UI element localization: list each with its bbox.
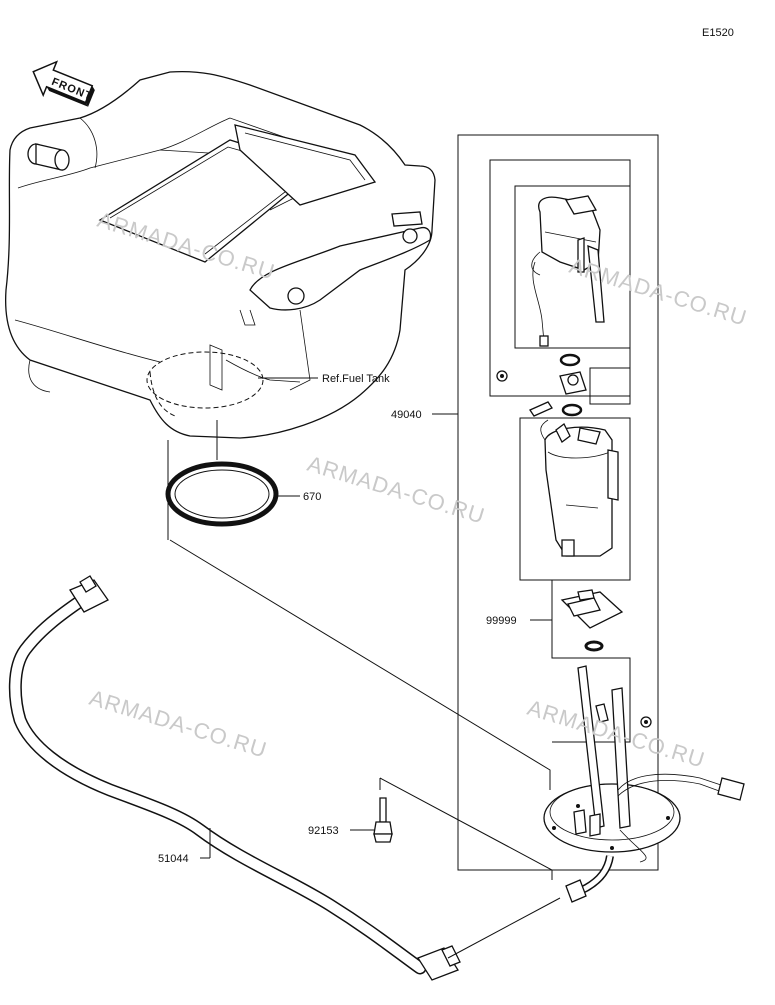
part-670-label: 670: [303, 491, 321, 503]
bolt-92153: [373, 797, 393, 843]
wire-clip: [529, 401, 553, 417]
watermark: ARMADA-CO.RU: [87, 685, 271, 763]
o-ring-bottom: [584, 640, 604, 652]
front-arrow-icon: FRONT: [32, 60, 95, 107]
filler-cap-icon: [27, 143, 70, 171]
o-ring-lower: [561, 403, 583, 417]
pressure-regulator: [559, 371, 587, 395]
fuel-tank-drawing: [4, 70, 436, 439]
pump-base-plate: [543, 665, 745, 863]
part-92153-label: 92153: [308, 825, 339, 837]
part-99999-label: 99999: [486, 615, 517, 627]
fuel-pump-body: [540, 419, 619, 557]
small-nut-right: [640, 716, 652, 728]
part-49040-label: 49040: [391, 409, 422, 421]
pump-top-housing: [531, 195, 605, 347]
ref-fuel-tank-label: Ref.Fuel Tank: [322, 373, 390, 385]
watermark: ARMADA-CO.RU: [305, 451, 489, 529]
part-51044-label: 51044: [158, 853, 189, 865]
diagram-code: E1520: [702, 27, 734, 39]
fuel-hose-51044: [8, 575, 461, 981]
fuel-filter: [560, 589, 624, 629]
o-ring-upper: [559, 353, 581, 367]
small-nut-left: [496, 370, 508, 382]
